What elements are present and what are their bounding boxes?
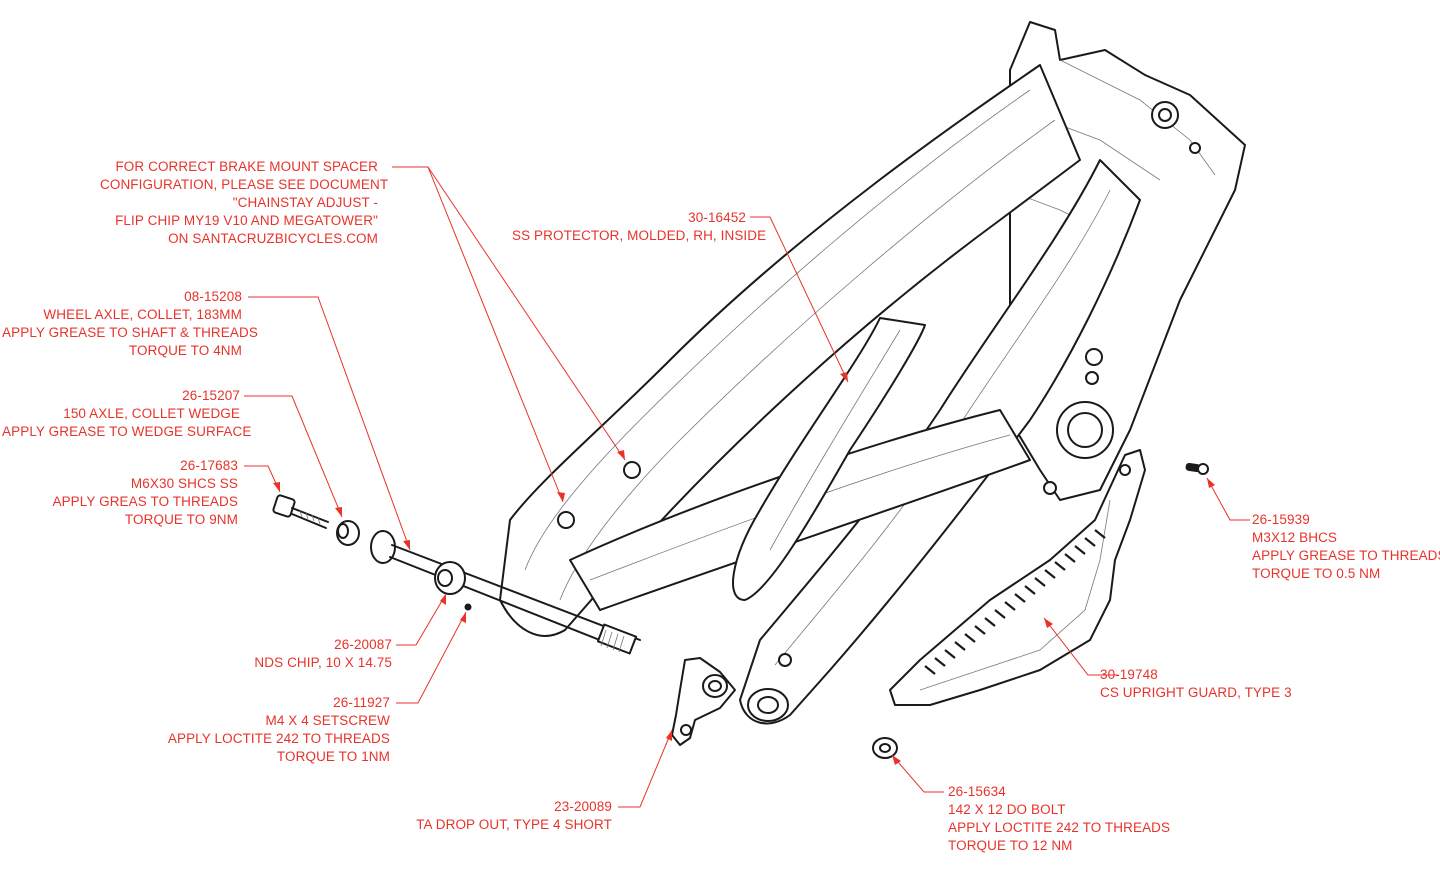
callout-brake-mount-note: FOR CORRECT BRAKE MOUNT SPACER CONFIGURA… <box>100 158 389 248</box>
leader-lines <box>244 166 1250 808</box>
callout-line: APPLY LOCTITE 242 TO THREADS <box>167 731 390 746</box>
callout-wheel-axle: 08-15208 WHEEL AXLE, COLLET, 183MM APPLY… <box>2 288 258 360</box>
part-number: 26-17683 <box>180 458 238 473</box>
callout-line: APPLY GREASE TO SHAFT & THREADS <box>2 325 258 340</box>
callout-line: FLIP CHIP MY19 V10 AND MEGATOWER" <box>115 213 378 228</box>
chainstay-guard-drawing <box>889 449 1146 706</box>
callout-line: 150 AXLE, COLLET WEDGE <box>63 406 240 421</box>
callout-line: CONFIGURATION, PLEASE SEE DOCUMENT <box>100 177 389 192</box>
part-number: 26-15634 <box>948 784 1006 799</box>
callout-line: M3X12 BHCS <box>1252 530 1338 545</box>
callout-line: CS UPRIGHT GUARD, TYPE 3 <box>1100 685 1292 700</box>
callout-line: APPLY GREASE TO THREADS <box>1252 548 1440 563</box>
callout-line: "CHAINSTAY ADJUST - <box>232 195 378 210</box>
callout-line: APPLY GREAS TO THREADS <box>52 494 238 509</box>
callout-do-bolt: 26-15634 142 X 12 DO BOLT APPLY LOCTITE … <box>948 783 1171 855</box>
part-number: 30-16452 <box>688 210 746 225</box>
callout-line: NDS CHIP, 10 X 14.75 <box>254 655 392 670</box>
callout-line: TORQUE TO 12 NM <box>948 838 1073 853</box>
callout-line: APPLY GREASE TO WEDGE SURFACE <box>2 424 252 439</box>
callout-line: TORQUE TO 9NM <box>124 512 238 527</box>
callout-shcs: 26-17683 M6X30 SHCS SS APPLY GREAS TO TH… <box>2 457 238 529</box>
callout-line: TA DROP OUT, TYPE 4 SHORT <box>416 817 612 832</box>
callout-line: SS PROTECTOR, MOLDED, RH, INSIDE <box>512 228 767 243</box>
part-number: 26-15207 <box>182 388 240 403</box>
callout-dropout: 23-20089 TA DROP OUT, TYPE 4 SHORT <box>400 798 612 834</box>
part-number: 30-19748 <box>1100 667 1158 682</box>
callout-line: WHEEL AXLE, COLLET, 183MM <box>43 307 242 322</box>
callout-line: TORQUE TO 4NM <box>128 343 242 358</box>
part-number: 26-20087 <box>334 637 392 652</box>
small-hardware-drawing <box>872 462 1209 759</box>
axle-assembly-drawing <box>272 494 641 655</box>
callout-cs-upright-guard: 30-19748 CS UPRIGHT GUARD, TYPE 3 <box>1100 666 1300 702</box>
callout-ss-protector: 30-16452 SS PROTECTOR, MOLDED, RH, INSID… <box>512 209 767 245</box>
callout-line: M4 X 4 SETSCREW <box>265 713 390 728</box>
callout-line: ON SANTACRUZBICYCLES.COM <box>168 231 378 246</box>
callout-line: M6X30 SHCS SS <box>130 476 238 491</box>
callout-line: TORQUE TO 0.5 NM <box>1252 566 1381 581</box>
callout-line: APPLY LOCTITE 242 TO THREADS <box>948 820 1171 835</box>
dropout-drawing <box>671 657 736 746</box>
part-number: 23-20089 <box>554 799 612 814</box>
part-number: 26-11927 <box>333 695 390 710</box>
callout-bhcs: 26-15939 M3X12 BHCS APPLY GREASE TO THRE… <box>1252 511 1440 583</box>
callout-line: 142 X 12 DO BOLT <box>948 802 1066 817</box>
part-number: 26-15939 <box>1252 512 1310 527</box>
callout-line: FOR CORRECT BRAKE MOUNT SPACER <box>115 159 378 174</box>
callout-nds-chip: 26-20087 NDS CHIP, 10 X 14.75 <box>200 636 392 672</box>
callout-setscrew: 26-11927 M4 X 4 SETSCREW APPLY LOCTITE 2… <box>150 694 390 766</box>
swingarm-drawing <box>499 21 1246 725</box>
callout-line: TORQUE TO 1NM <box>276 749 390 764</box>
callout-collet-wedge: 26-15207 150 AXLE, COLLET WEDGE APPLY GR… <box>2 387 252 441</box>
part-number: 08-15208 <box>184 289 242 304</box>
